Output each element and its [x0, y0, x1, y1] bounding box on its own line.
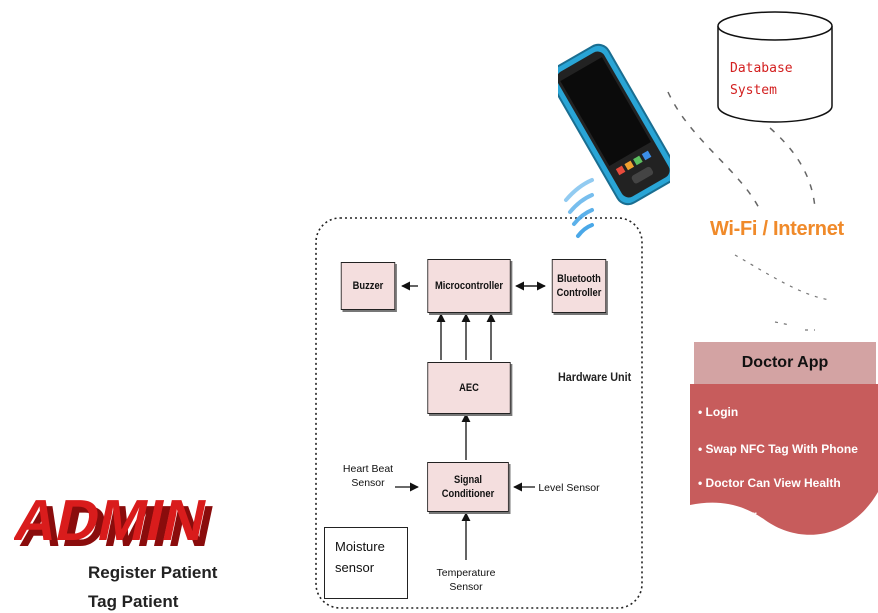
database-to-internet-link: [769, 127, 816, 209]
tag-patient-label: Tag Patient: [88, 592, 179, 611]
moisture-sensor-line1: Moisture: [335, 539, 385, 554]
smartphone-icon: [558, 43, 670, 206]
bluetooth-controller-line1: Bluetooth: [557, 273, 601, 285]
heartbeat-sensor-line2: Sensor: [351, 477, 385, 489]
database-icon: [717, 11, 833, 123]
phone-to-internet-link: [667, 91, 761, 211]
moisture-sensor-line2: sensor: [335, 560, 375, 575]
hardware-unit-label: Hardware Unit: [558, 370, 632, 384]
doctor-app-item-login: • Login: [698, 405, 739, 419]
hardware-unit-boundary: [315, 217, 643, 609]
level-sensor-label: Level Sensor: [538, 482, 600, 494]
database-label-line2: System: [730, 83, 777, 98]
heartbeat-sensor-label: Heart Beat Sensor: [340, 462, 396, 490]
admin-logo-text: ADMIN: [14, 490, 212, 552]
bluetooth-controller-line2: Controller: [556, 287, 602, 299]
signal-conditioner-block: Signal Conditioner: [427, 462, 509, 512]
bluetooth-controller-block: Bluetooth Controller: [551, 259, 607, 313]
wireless-signal-icon: [564, 178, 594, 238]
temperature-sensor-label: Temperature Sensor: [430, 566, 502, 594]
buzzer-block: Buzzer: [340, 262, 396, 310]
admin-logo: ADMIN ADMIN: [14, 490, 219, 552]
heartbeat-sensor-line1: Heart Beat: [342, 463, 394, 475]
internet-to-doctor-link: [734, 254, 831, 331]
database-label-line1: Database: [730, 61, 793, 76]
admin-logo-shadow: ADMIN: [15, 495, 219, 552]
doctor-app-item-health: • Doctor Can View Health: [698, 476, 841, 490]
temperature-sensor-line2: Sensor: [449, 581, 483, 593]
doctor-app-panel: [690, 384, 878, 535]
adc-block: AEC: [427, 362, 511, 414]
wifi-internet-label: Wi-Fi / Internet: [710, 218, 844, 240]
doctor-app-title: Doctor App: [694, 342, 876, 384]
database-label: Database System: [730, 58, 793, 102]
register-patient-label: Register Patient: [88, 563, 218, 582]
temperature-sensor-line1: Temperature: [436, 567, 496, 579]
doctor-app-item-nfc: • Swap NFC Tag With Phone: [698, 442, 858, 456]
doctor-app-item-parameter: Parameter: [698, 508, 757, 522]
moisture-sensor-box: Moisture sensor: [324, 527, 408, 599]
microcontroller-block: Microcontroller: [427, 259, 511, 313]
